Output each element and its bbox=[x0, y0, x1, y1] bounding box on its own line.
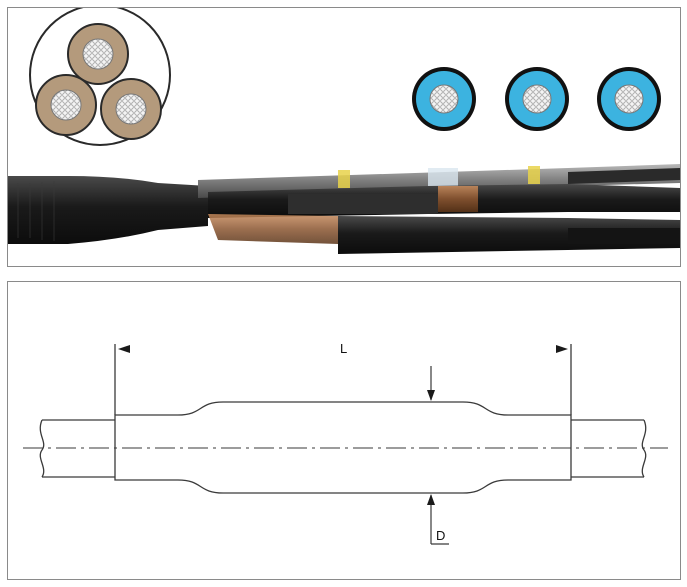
cable-right-end bbox=[571, 419, 647, 478]
single-core-cable-1-icon bbox=[412, 67, 476, 131]
single-core-cable-3-icon bbox=[597, 67, 661, 131]
cable-left-end bbox=[39, 419, 115, 478]
cable-joint-photo bbox=[8, 164, 680, 254]
three-core-cable-cross-section-icon bbox=[29, 8, 171, 146]
joint-dimension-drawing: L D bbox=[23, 341, 668, 545]
diameter-dimension: D bbox=[427, 366, 449, 545]
product-photo bbox=[8, 8, 680, 254]
dimension-drawing-panel: L D bbox=[7, 281, 681, 580]
core-top-icon bbox=[67, 23, 129, 85]
product-photo-panel bbox=[7, 7, 681, 267]
joint-sleeve-outline bbox=[114, 401, 572, 494]
diameter-arrow-top-icon bbox=[427, 390, 435, 401]
diameter-arrow-bottom-icon bbox=[427, 494, 435, 505]
diameter-label: D bbox=[436, 528, 445, 543]
length-arrow-right-icon bbox=[556, 345, 568, 353]
length-arrow-left-icon bbox=[118, 345, 130, 353]
single-core-cable-2-icon bbox=[505, 67, 569, 131]
length-dimension: L bbox=[118, 341, 568, 356]
length-label: L bbox=[340, 341, 347, 356]
core-right-icon bbox=[100, 78, 162, 140]
core-left-icon bbox=[35, 74, 97, 136]
